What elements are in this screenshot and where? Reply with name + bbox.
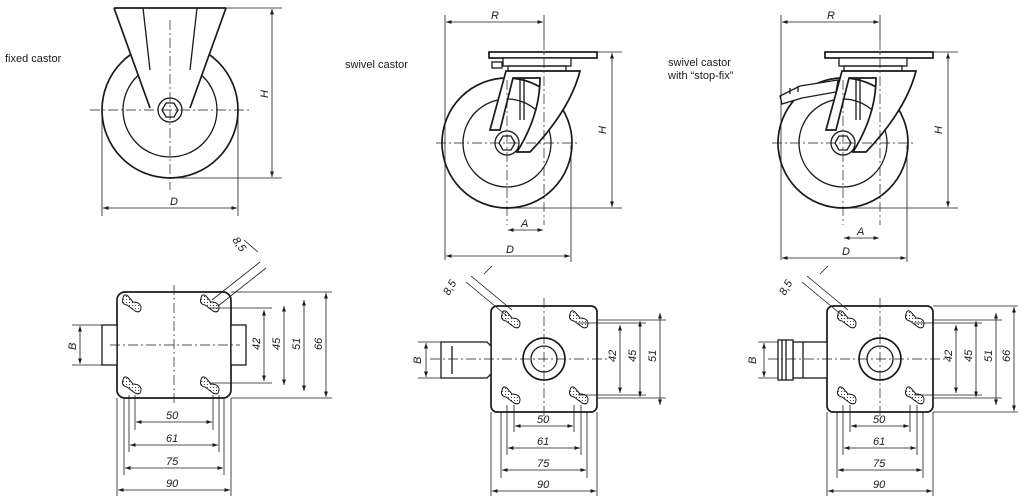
dim-75-stopfix: 75	[873, 458, 886, 470]
fixed-castor-top-plate: B 8,5 42 45 51 66 50 61 75 90	[67, 235, 332, 496]
dim-D-swivel: D	[506, 244, 514, 256]
stopfix-castor-side-view: R H A D	[772, 10, 958, 262]
dim-45-swivel: 45	[627, 349, 639, 362]
dim-B-stopfix: B	[747, 357, 759, 364]
fixed-castor-side-view: H D	[90, 7, 282, 216]
dim-90-swivel: 90	[537, 479, 550, 491]
dim-51-swivel: 51	[647, 350, 659, 362]
caption-fixed-castor: fixed castor	[5, 53, 62, 65]
dim-A-swivel: A	[520, 218, 528, 230]
dim-61-fixed: 61	[166, 433, 178, 445]
dim-50-fixed: 50	[166, 410, 179, 422]
dim-H-stopfix: H	[933, 126, 945, 134]
dim-45-fixed: 45	[271, 337, 283, 350]
dim-D-fixed: D	[170, 196, 178, 208]
dim-R-stopfix: R	[827, 10, 835, 22]
dim-A-stopfix: A	[856, 226, 864, 238]
swivel-castor-side-view: R H A D	[436, 10, 622, 262]
dim-50-swivel: 50	[537, 414, 550, 426]
dim-90-stopfix: 90	[873, 479, 886, 491]
dim-75-fixed: 75	[166, 456, 179, 468]
dim-B-swivel: B	[412, 357, 424, 364]
caption-stopfix-line1: swivel castor	[668, 57, 731, 69]
dim-42-stopfix: 42	[943, 350, 955, 362]
dim-hole-stopfix: 8,5	[777, 277, 795, 297]
dim-45-stopfix: 45	[963, 349, 975, 362]
dim-51-stopfix: 51	[983, 350, 995, 362]
caption-swivel-castor: swivel castor	[345, 59, 408, 71]
stopfix-castor-top-plate: B 8,5 42 45 51 66 50 61 75	[747, 265, 1018, 496]
dim-H-fixed: H	[259, 90, 271, 98]
dim-50-stopfix: 50	[873, 414, 886, 426]
dim-66-fixed: 66	[313, 337, 325, 350]
dim-61-stopfix: 61	[873, 436, 885, 448]
swivel-castor-top-plate: B 8,5 42 45 51 50 61 75 90	[412, 265, 666, 496]
dim-B-fixed: B	[67, 343, 79, 350]
dim-hole-fixed: 8,5	[230, 235, 249, 255]
dim-D-stopfix: D	[842, 246, 850, 258]
caption-stopfix-line2: with “stop-fix”	[667, 70, 734, 82]
dim-R-swivel: R	[491, 10, 499, 22]
dim-42-swivel: 42	[607, 350, 619, 362]
dim-90-fixed: 90	[166, 478, 179, 490]
dim-61-swivel: 61	[537, 436, 549, 448]
dim-42-fixed: 42	[251, 338, 263, 350]
dim-hole-swivel: 8,5	[441, 277, 459, 297]
dim-51-fixed: 51	[291, 338, 303, 350]
dim-66-stopfix: 66	[1001, 349, 1013, 362]
dim-75-swivel: 75	[537, 458, 550, 470]
dim-H-swivel: H	[597, 126, 609, 134]
